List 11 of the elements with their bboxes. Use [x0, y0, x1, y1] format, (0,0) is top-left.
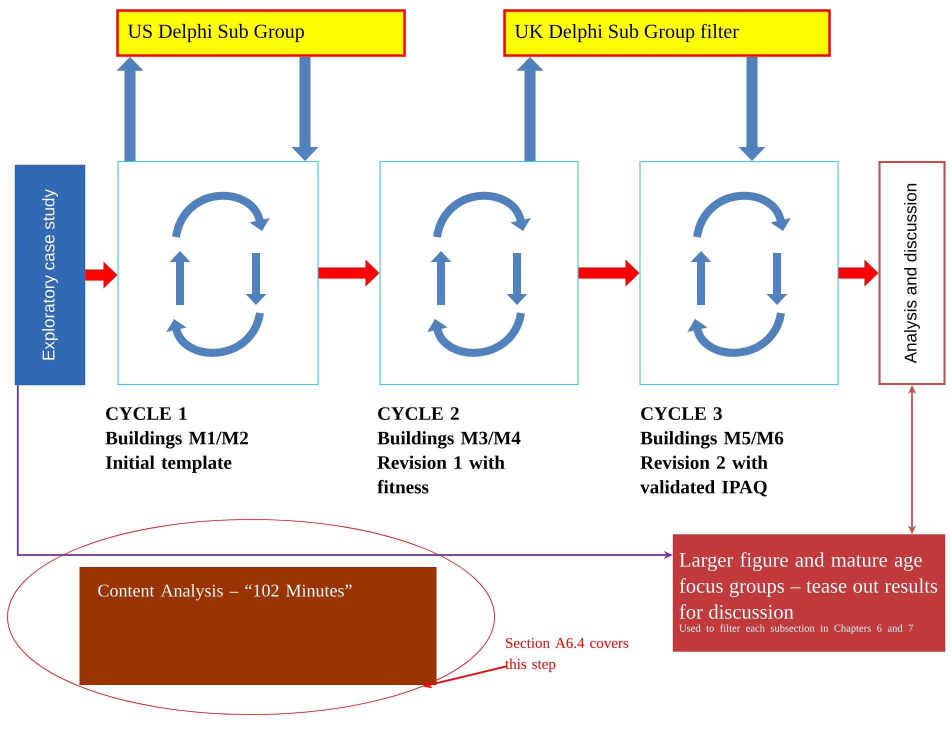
note-text: Section A6.4 covers this step — [505, 638, 628, 672]
cycle-caption: CYCLE 1 Buildings M1/M2 Initial template — [106, 407, 248, 473]
analysis-box: Content Analysis – “102 Minutes” — [80, 567, 436, 685]
cycle-caption: CYCLE 3 Buildings M5/M6 Revision 2 with validated IPAQ — [640, 407, 784, 496]
highlight-ellipse — [7, 519, 495, 715]
stage-box: Analysis and discussion — [878, 161, 946, 385]
focus-group-box: Larger figure and mature age focus groups – tease out results for discussion Used to filter each subsection in Chapters 6 and 7 — [672, 534, 946, 652]
stage-bar: Exploratory case study — [14, 164, 86, 386]
group-box: UK Delphi Sub Group filter — [503, 9, 831, 57]
cycle-caption: CYCLE 2 Buildings M3/M4 Revision 1 with fitness — [377, 407, 520, 494]
group-box: US Delphi Sub Group — [116, 9, 406, 57]
